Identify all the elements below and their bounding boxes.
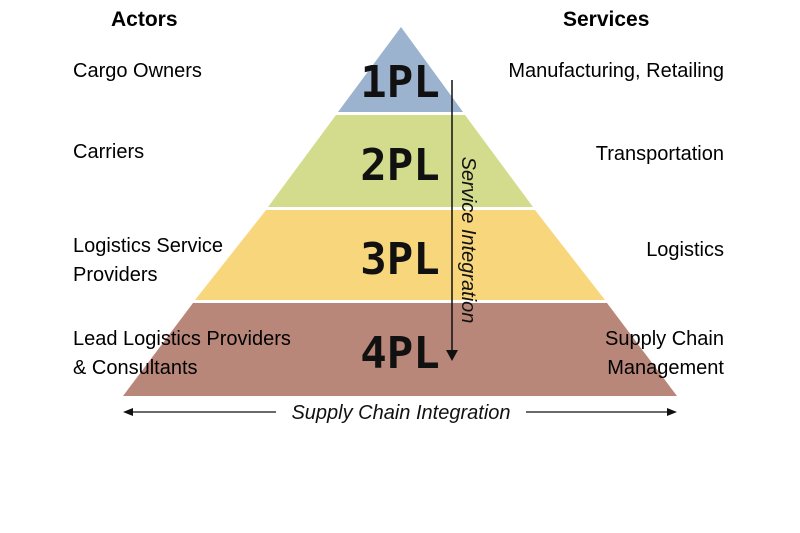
service-4pl: Supply Chain Management <box>605 325 724 383</box>
actor-3pl-line-2: Providers <box>73 264 158 286</box>
tier-1pl-band <box>338 27 463 112</box>
supply-chain-arrowhead-left <box>123 408 133 416</box>
tier-3pl-band <box>195 210 605 300</box>
service-integration-arrowhead <box>446 350 458 361</box>
actors-header: Actors <box>111 8 178 31</box>
service-1pl: Manufacturing, Retailing <box>508 57 724 86</box>
actor-3pl-line-1: Logistics Service <box>73 235 224 257</box>
service-3pl-line-1: Logistics <box>646 239 724 261</box>
tier-2pl-band <box>268 115 533 207</box>
service-2pl: Transportation <box>596 140 724 169</box>
service-1pl-line-1: Manufacturing, Retailing <box>508 60 724 82</box>
service-4pl-line-2: Management <box>607 357 724 379</box>
actor-1pl-line-1: Cargo Owners <box>73 60 202 82</box>
supply-chain-integration-label: Supply Chain Integration <box>291 402 510 424</box>
actor-2pl: Carriers <box>73 138 144 167</box>
tier-2pl-label: 2PL <box>360 140 439 191</box>
actor-1pl: Cargo Owners <box>73 57 202 86</box>
service-4pl-line-1: Supply Chain <box>605 328 724 350</box>
tier-1pl-label: 1PL <box>360 57 439 108</box>
service-2pl-line-1: Transportation <box>595 143 724 165</box>
actor-4pl-line-2: & Consultants <box>73 357 198 379</box>
tier-3pl-label: 3PL <box>360 234 439 285</box>
services-header: Services <box>563 8 650 31</box>
tier-4pl-band <box>123 303 677 396</box>
tier-4pl-label: 4PL <box>360 328 439 379</box>
service-3pl: Logistics <box>646 236 724 265</box>
service-integration-label: Service Integration <box>457 157 479 324</box>
actor-4pl-line-1: Lead Logistics Providers <box>73 328 291 350</box>
supply-chain-arrowhead-right <box>667 408 677 416</box>
actor-3pl: Logistics Service Providers <box>73 232 223 290</box>
actor-2pl-line-1: Carriers <box>73 141 145 163</box>
actor-4pl: Lead Logistics Providers & Consultants <box>73 325 291 383</box>
